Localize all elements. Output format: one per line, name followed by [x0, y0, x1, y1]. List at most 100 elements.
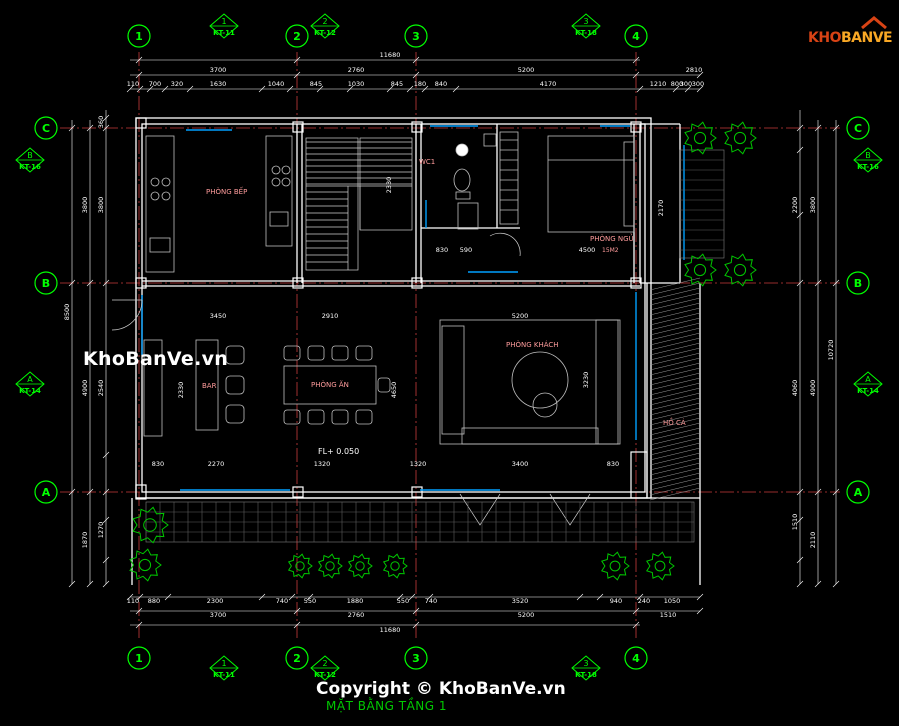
dim-int-14: 2330: [177, 382, 185, 399]
svg-text:B: B: [854, 277, 862, 290]
room-label-wc: WC1: [419, 158, 435, 166]
dim-int-10: 830: [436, 246, 448, 254]
dining-furniture: [143, 339, 391, 437]
tree-icon: [317, 553, 343, 579]
bedroom-furniture: [499, 131, 635, 233]
dim-bot1-0: 110: [127, 597, 139, 605]
dim-right-total: 10720: [827, 340, 835, 361]
svg-text:1: 1: [135, 30, 143, 43]
dim-int-7: 830: [152, 460, 164, 468]
dim-ri-6: 4060: [791, 380, 799, 397]
dim-top2-7: 845: [391, 80, 403, 88]
dim-bot1-8: 3520: [512, 597, 529, 605]
staircase: [305, 137, 413, 271]
kitchen-counters: [145, 135, 293, 273]
svg-text:2: 2: [293, 652, 301, 665]
svg-text:A: A: [854, 486, 863, 499]
tree-icon: [132, 506, 169, 544]
svg-text:1: 1: [221, 17, 226, 26]
grid-bubble-right-B: B: [846, 271, 870, 295]
dim-bot1-5: 1880: [347, 597, 364, 605]
logo-text: KHOBANVE: [808, 30, 893, 46]
dim-top2-5: 845: [310, 80, 322, 88]
dim-bot1-3: 740: [276, 597, 288, 605]
tree-icon: [287, 553, 313, 579]
dim-top-3: 5200: [518, 66, 535, 74]
svg-text:KT-14: KT-14: [857, 387, 879, 395]
dim-int-16: 2170: [657, 200, 665, 217]
dim-bot2-3: 1510: [660, 611, 677, 619]
room-label-bedroom-area: 15M2: [602, 247, 619, 254]
dim-bot2-1: 2760: [348, 611, 365, 619]
grid-bubble-right-C: C: [846, 116, 870, 140]
living-room-furniture: [439, 319, 621, 445]
svg-text:KT-16: KT-16: [19, 163, 41, 171]
section-marker-top-2: 2KT-12: [310, 13, 340, 39]
dim-bot1-10: 240: [638, 597, 650, 605]
tree-icon: [129, 548, 162, 582]
dim-top2-0: 110: [127, 80, 139, 88]
dim-right-1: 3800: [809, 197, 817, 214]
svg-text:3: 3: [412, 30, 420, 43]
dim-top-total: 11680: [380, 51, 401, 59]
trees: [129, 121, 757, 582]
dim-left-1: 3800: [81, 197, 89, 214]
svg-text:KT-12: KT-12: [314, 29, 336, 37]
room-label-kitchen: PHÒNG BẾP: [206, 186, 247, 196]
sheet-title: MẶT BẰNG TẦNG 1: [326, 699, 448, 713]
dim-int-6: 3400: [512, 460, 529, 468]
dim-int-3: 2270: [208, 460, 225, 468]
dim-top-4: 2810: [686, 66, 703, 74]
grid-bubble-bottom-1: 1: [127, 646, 151, 670]
svg-text:KT-12: KT-12: [314, 671, 336, 679]
room-label-bedroom: PHÒNG NGỦ: [590, 233, 634, 243]
svg-text:2: 2: [322, 17, 327, 26]
section-marker-left-A: AKT-14: [15, 371, 45, 397]
dim-top2-1: 700: [149, 80, 161, 88]
section-marker-left-B: B KT-16: [15, 147, 45, 173]
grid-bubble-right-A: A: [846, 480, 870, 504]
svg-text:B: B: [27, 151, 33, 160]
dim-bot2-0: 3700: [210, 611, 227, 619]
dim-top-2: 2760: [348, 66, 365, 74]
tree-icon: [724, 253, 757, 287]
svg-text:2: 2: [293, 30, 301, 43]
svg-text:4: 4: [632, 652, 640, 665]
tree-icon: [724, 121, 757, 155]
logo-text-part1: KHO: [808, 30, 841, 46]
svg-text:C: C: [42, 122, 50, 135]
logo-house-icon: [861, 16, 887, 30]
windows: [141, 125, 685, 491]
section-marker-bottom-3: 3KT-18: [571, 655, 601, 681]
dimension-lines: [71, 59, 837, 626]
grid-bubble-bottom-4: 4: [624, 646, 648, 670]
dim-top2-2: 320: [171, 80, 183, 88]
grid-bubble-bottom-2: 2: [285, 646, 309, 670]
dim-li-3: 2540: [97, 380, 105, 397]
dim-ri-2: 2200: [791, 197, 799, 214]
room-label-fish-pond: HỒ CÁ: [663, 417, 686, 427]
wc-fixtures: [453, 133, 497, 230]
copyright-notice: Copyright © KhoBanVe.vn: [316, 679, 566, 699]
grid-bubble-top-2: 2: [285, 24, 309, 48]
svg-text:B: B: [42, 277, 50, 290]
dim-left-3: 1870: [81, 532, 89, 549]
svg-text:KT-11: KT-11: [213, 29, 235, 37]
grid-bubble-left-B: B: [34, 271, 58, 295]
dim-li-2: 3800: [97, 197, 105, 214]
tree-icon: [684, 121, 717, 155]
logo-text-part2: BANVE: [840, 30, 893, 46]
dim-ri-8: 1510: [791, 514, 799, 531]
dim-top2-14: 300: [692, 80, 704, 88]
dim-top2-8: 180: [414, 80, 426, 88]
svg-text:KT-11: KT-11: [213, 671, 235, 679]
khobanve-logo: KHOBANVE: [800, 14, 893, 52]
svg-text:3: 3: [412, 652, 420, 665]
room-label-bar: BAR: [202, 382, 217, 390]
dimension-texts: 11680 3700 2760 5200 2810 110 700 320 16…: [127, 51, 704, 634]
svg-text:2: 2: [322, 659, 327, 668]
dim-top2-4: 1040: [268, 80, 285, 88]
columns: [135, 117, 648, 500]
